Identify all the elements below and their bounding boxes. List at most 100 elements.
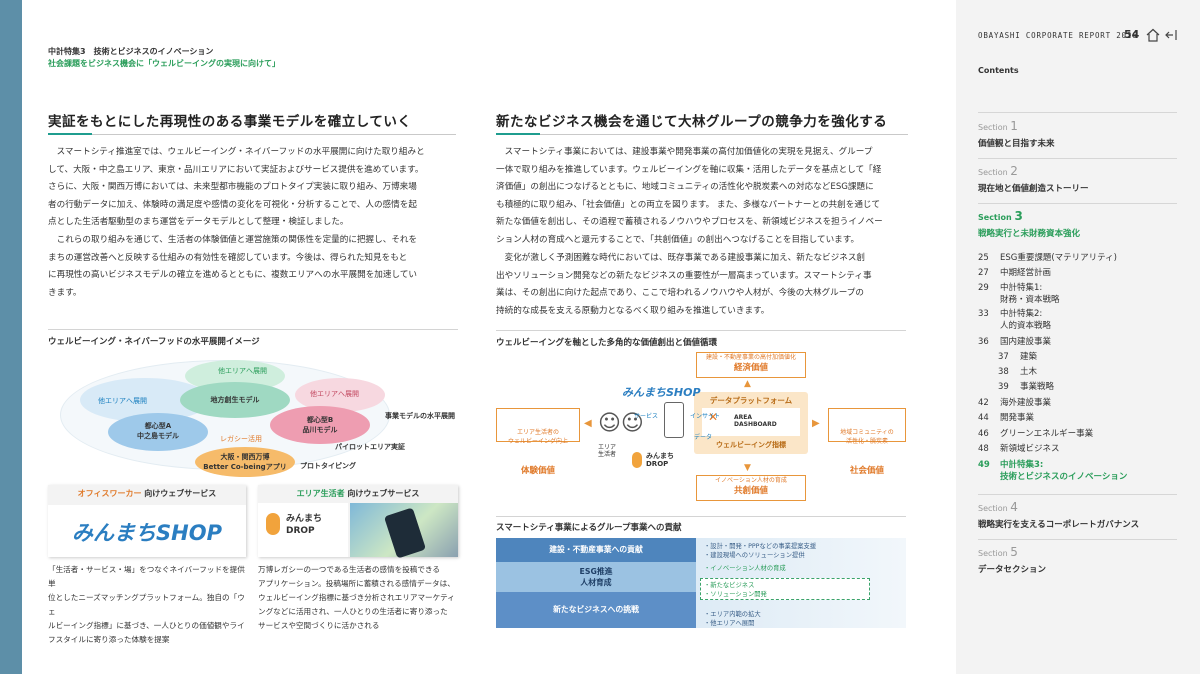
economic-value-box: 建設・不動産事業の高付加価値化 経済価値 (696, 352, 806, 378)
insight-arrow-label: インサイト (690, 413, 721, 420)
left-heading: 実証をもとにした再現性のある事業モデルを確立していく (48, 114, 412, 130)
experience-value-box: エリア生活者の ウェルビーイング向上 体験価値 (496, 408, 580, 476)
row-esg-label: ESG推進 人材育成 (496, 562, 696, 592)
toc-title: 財務・資本戦略 (1000, 295, 1060, 305)
section-label: Section (978, 549, 1008, 558)
arrow-left-icon: ◀ (584, 418, 592, 429)
office-worker-card: オフィスワーカー 向けウェブサービス みんまちSHOP (48, 485, 246, 557)
left-heading-accent (48, 133, 92, 135)
contents-heading: Contents (978, 66, 1019, 75)
toc-page-number: 39 (998, 382, 1009, 392)
left-diagram-rule (48, 329, 458, 330)
sidebar-section-2-title[interactable]: 現在地と価値創造ストーリー (978, 184, 1089, 194)
right-table-caption: スマートシティ事業によるグループ事業への貢献 (496, 523, 682, 533)
right-paragraph-2: 変化が激しく予測困難な時代においては、既存事業である建設事業に加え、新たなビジネ… (496, 253, 872, 316)
right-diagram-rule (496, 330, 906, 331)
toc-item[interactable]: 人的資本戦略 (978, 319, 1051, 331)
toc-item[interactable]: 49 中計特集3: (978, 458, 1043, 470)
left-paragraph-2: これらの取り組みを通じて、生活者の体験価値と運営施策の関係性を定量的に把握し、そ… (48, 235, 418, 298)
shop-logo-area: みんまちSHOP (48, 505, 246, 557)
city-a-label: 都心型A 中之島モデル (137, 422, 179, 440)
office-worker-card-description: 「生活者・サービス・場」をつなぐネイバーフッドを提供単 位としたニーズマッチング… (48, 565, 245, 644)
left-paragraph-1: スマートシティ推進室では、ウェルビーイング・ネイバーフッドの水平展開に向けた取り… (48, 147, 425, 228)
city-a-ellipse (108, 413, 208, 451)
section-number: 5 (1010, 545, 1018, 559)
other-area-label-1: 他エリアへ展開 (98, 397, 147, 405)
feature-subtitle: 社会課題をビジネス機会に「ウェルビーイングの実現に向けて」 (48, 59, 280, 68)
toc-page-number: 25 (978, 253, 989, 263)
shop-logo-small: みんまちSHOP (622, 386, 701, 399)
smartphone-icon (383, 507, 427, 559)
sidebar-divider (978, 494, 1177, 495)
drop-icon-small (632, 452, 642, 468)
card-title-rest: 向けウェブサービス (344, 489, 420, 498)
page-number: 54 (1124, 28, 1140, 41)
toc-item[interactable]: 技術とビジネスのイノベーション (978, 470, 1127, 482)
row-item: ・イノベーション人材の育成 (704, 565, 786, 572)
right-table-rule (496, 516, 906, 517)
city-b-ellipse (270, 406, 370, 444)
sidebar-section-3[interactable]: Section 3 (978, 209, 1023, 223)
legacy-label: レガシー活用 (220, 435, 262, 443)
toc-page-number: 44 (978, 413, 989, 423)
right-diagram-caption: ウェルビーイングを軸とした多角的な価値創出と価値循環 (496, 338, 718, 348)
home-icon[interactable] (1146, 27, 1160, 42)
sidebar-section-4-title[interactable]: 戦略実行を支えるコーポレートガバナンス (978, 520, 1140, 530)
sidebar-section-1[interactable]: Section 1 (978, 119, 1018, 133)
toc-title: グリーンエネルギー事業 (1000, 429, 1094, 439)
sidebar-section-5-title[interactable]: データセクション (978, 565, 1047, 575)
regional-model-label: 地方創生モデル (210, 396, 260, 404)
toc-page-number: 29 (978, 283, 989, 293)
minmachi-shop-logo: みんまちSHOP (72, 521, 222, 545)
cross-icon: ✕ (708, 410, 719, 424)
toc-title: 中計特集3: (1000, 460, 1044, 470)
sidebar-section-4[interactable]: Section 4 (978, 500, 1018, 514)
toc-page-number: 37 (998, 352, 1009, 362)
toc-item[interactable]: 財務・資本戦略 (978, 293, 1060, 305)
toc-page-number: 49 (978, 460, 990, 470)
toc-page-number: 42 (978, 398, 989, 408)
row-item: ・他エリアへ展開 (704, 620, 755, 627)
drop-icon (266, 513, 280, 535)
economic-value-sub: 建設・不動産事業の高付加価値化 (705, 354, 796, 361)
phone-icon (664, 402, 684, 438)
left-diagram-caption: ウェルビーイング・ネイバーフッドの水平展開イメージ (48, 337, 260, 347)
row-item: ・新たなビジネス (704, 582, 755, 589)
toc-title: 中計特集2: (1000, 309, 1043, 319)
sidebar-section-1-title[interactable]: 価値観と目指す未来 (978, 139, 1055, 149)
report-title: OBAYASHI CORPORATE REPORT 2026 (978, 31, 1138, 40)
arrow-up-icon: ▲ (744, 379, 751, 389)
section-label: Section (978, 504, 1008, 513)
toc-title: 中計特集1: (1000, 283, 1043, 293)
sidebar-section-3-title[interactable]: 戦略実行と未財務資本強化 (978, 229, 1081, 239)
sidebar-section-2[interactable]: Section 2 (978, 164, 1018, 178)
social-value-title: 社会価値 (849, 466, 884, 476)
section-label: Section (978, 123, 1008, 132)
sidebar-section-5[interactable]: Section 5 (978, 545, 1018, 559)
toc-page-number: 38 (998, 367, 1009, 377)
back-icon[interactable] (1164, 27, 1178, 41)
regional-model-ellipse (180, 382, 290, 418)
expo-label: 大阪・関西万博 Better Co-beingアプリ (203, 453, 287, 471)
resident-card-title: エリア生活者 向けウェブサービス (258, 488, 458, 499)
toc-item[interactable]: 29 中計特集1: (978, 281, 1042, 293)
office-worker-card-title: オフィスワーカー 向けウェブサービス (48, 488, 246, 499)
service-arrow-label: サービス (634, 413, 659, 420)
drop-logo-area: みんまち DROP (258, 503, 348, 557)
drop-logo-small: みんまち DROP (646, 452, 674, 468)
data-arrow-label: データ (694, 434, 713, 441)
sidebar-divider (978, 158, 1177, 159)
new-business-highlight (700, 578, 870, 600)
resident-label: エリア 生活者 (598, 444, 617, 458)
